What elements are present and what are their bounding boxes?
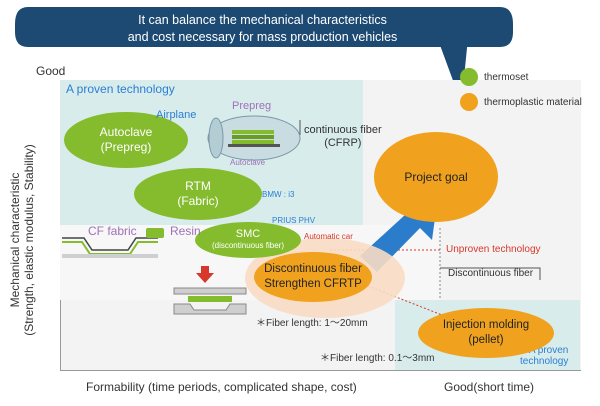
autoclave-illustration <box>207 115 301 161</box>
proven-bottom-line-2: technology <box>520 356 569 367</box>
dcf-line-1: Discontinuous fiber <box>264 263 362 275</box>
automatic-car-label: Automatic car <box>304 232 353 241</box>
fiber-length-2: ＊Fiber length: 0.1～3mm <box>320 353 435 364</box>
autoclave-small-label: Autoclave <box>230 158 266 167</box>
mold-illustration-left <box>62 237 158 258</box>
continuous-fiber-label: continuous fiber (CFRP) <box>304 124 382 150</box>
rtm-line-2: (Fabric) <box>177 194 219 208</box>
y-axis-label-line-1: Mechanical characteristic <box>8 172 22 308</box>
fiber-length-1: ＊Fiber length: 1～20mm <box>256 318 368 329</box>
y-axis-good-label: Good <box>36 64 66 78</box>
thermoset-legend-label: thermoset <box>484 72 529 83</box>
autoclave-line-2: (Prepreg) <box>100 140 152 154</box>
proven-technology-label-bottom: A proven technology <box>520 345 568 367</box>
x-axis-good-label: Good(short time) <box>444 380 535 394</box>
proven-bottom-line-1: A proven <box>528 345 569 356</box>
prius-label: PRIUS PHV <box>272 216 316 225</box>
rtm-ellipse: RTM(Fabric) <box>134 168 262 220</box>
thermoset-legend-dot <box>460 68 478 86</box>
smc-ellipse: SMC(discontinuous fiber) <box>195 222 301 258</box>
thermoplastic-legend-label: thermoplastic material <box>484 97 582 108</box>
thermoplastic-legend-dot <box>460 93 478 111</box>
proven-technology-label-top: A proven technology <box>66 82 175 96</box>
bubble-line-2: and cost necessary for mass production v… <box>127 30 398 44</box>
dcf-line-2: Strengthen CFRTP <box>264 278 362 290</box>
injection-line-1: Injection molding <box>442 319 530 331</box>
continuous-fiber-line-1: continuous fiber <box>304 124 382 136</box>
continuous-fiber-line-2: (CFRP) <box>324 137 362 149</box>
resin-label: Resin <box>170 224 201 238</box>
project-goal-ellipse: Project goal <box>374 132 498 222</box>
y-axis-label-line-2: (Strength, elastic modulus, Stability) <box>22 144 36 336</box>
smc-line-1: SMC <box>235 228 261 240</box>
airplane-label: Airplane <box>156 109 197 121</box>
unproven-technology-label: Unproven technology <box>446 244 541 255</box>
prepreg-label: Prepreg <box>232 100 272 112</box>
autoclave-ellipse: Autoclave(Prepreg) <box>64 112 188 168</box>
bubble-line-1: It can balance the mechanical characteri… <box>138 13 387 27</box>
rtm-line-1: RTM <box>185 179 211 193</box>
discontinuous-fiber-label: Discontinuous fiber <box>448 268 534 279</box>
injection-molding-ellipse: Injection molding (pellet) <box>418 308 554 358</box>
speech-bubble-text: It can balance the mechanical characteri… <box>40 12 485 46</box>
injection-line-2: (pellet) <box>468 334 504 346</box>
autoclave-line-1: Autoclave <box>99 125 153 139</box>
smc-line-2: (discontinuous fiber) <box>211 241 285 250</box>
press-illustration <box>173 287 247 315</box>
project-goal-label: Project goal <box>404 169 468 184</box>
x-axis-label: Formability (time periods, complicated s… <box>86 380 357 394</box>
resin-block <box>146 228 164 238</box>
y-axis-label: Mechanical characteristic (Strength, ela… <box>8 100 36 380</box>
cf-fabric-label: CF fabric <box>88 224 137 238</box>
bmw-label: BMW : i3 <box>262 190 295 199</box>
